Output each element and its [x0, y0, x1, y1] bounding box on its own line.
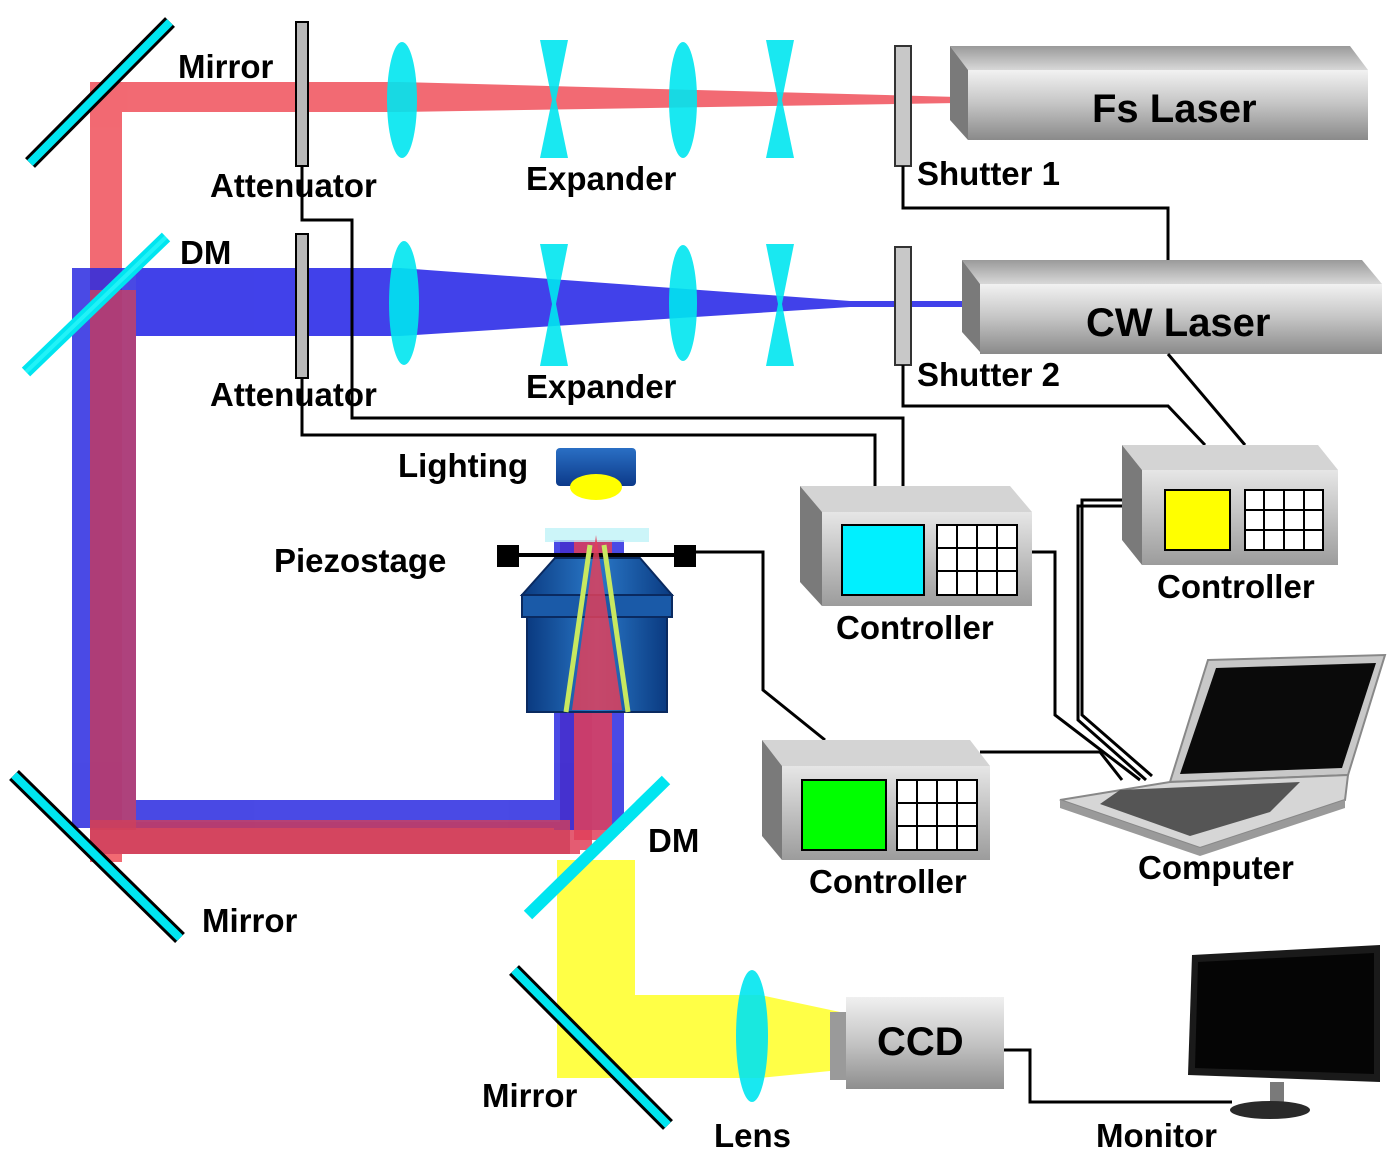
- shutter-1-label: Shutter 1: [917, 155, 1060, 192]
- ccd-camera: [830, 997, 1004, 1089]
- focus-line-right: [601, 544, 631, 713]
- monitor: [1188, 945, 1380, 1119]
- shutter-2-label: Shutter 2: [917, 356, 1060, 393]
- mirror-bottom: [509, 965, 673, 1130]
- cw-laser: [962, 260, 1382, 354]
- focus-line-left: [563, 544, 593, 713]
- expander-bottom: [389, 241, 794, 366]
- expander-top: [387, 40, 794, 158]
- shutter-1: [894, 45, 912, 167]
- controller-yellow: [1122, 445, 1338, 565]
- piezostage-label: Piezostage: [274, 542, 446, 579]
- sample-slide: [545, 528, 649, 542]
- monitor-label: Monitor: [1096, 1117, 1217, 1154]
- controller-yellow-label: Controller: [1157, 568, 1315, 605]
- cw-laser-label: CW Laser: [1086, 301, 1271, 345]
- fs-beam-overlay-h: [90, 820, 570, 854]
- dm-top: [21, 232, 171, 377]
- shutter-2: [894, 246, 912, 366]
- ccd-label: CCD: [877, 1020, 964, 1064]
- controller-cyan-label: Controller: [836, 609, 994, 646]
- lighting-label: Lighting: [398, 447, 528, 484]
- expander-bottom-label: Expander: [526, 368, 677, 405]
- controller-green-label: Controller: [809, 863, 967, 900]
- lighting-lamp: [556, 448, 636, 500]
- wires: [300, 166, 1247, 1104]
- dm-top-label: DM: [180, 234, 231, 271]
- controller-cyan: [800, 486, 1032, 606]
- mirror-bottom-label: Mirror: [482, 1077, 578, 1114]
- attenuator-bottom: [295, 233, 309, 379]
- lens: [736, 970, 768, 1102]
- fs-laser: [950, 46, 1368, 140]
- expander-top-label: Expander: [526, 160, 677, 197]
- mirror-left-label: Mirror: [202, 902, 298, 939]
- attenuator-top-label: Attenuator: [210, 167, 377, 204]
- fs-laser-label: Fs Laser: [1092, 87, 1257, 131]
- attenuator-bottom-label: Attenuator: [210, 376, 377, 413]
- lens-label: Lens: [714, 1117, 791, 1154]
- computer-label: Computer: [1138, 849, 1294, 886]
- fs-beam-overlay: [90, 290, 136, 830]
- imaging-beam: [557, 860, 840, 1078]
- dm-bottom-label: DM: [648, 822, 699, 859]
- mirror-left: [9, 770, 185, 943]
- dm-bottom: [523, 775, 671, 920]
- mirror-top-label: Mirror: [178, 48, 274, 85]
- mirror-top: [25, 17, 175, 168]
- focus-cone: [572, 535, 622, 710]
- controller-green: [762, 740, 990, 860]
- laptop-computer: [1059, 653, 1387, 856]
- attenuator-top: [295, 21, 309, 167]
